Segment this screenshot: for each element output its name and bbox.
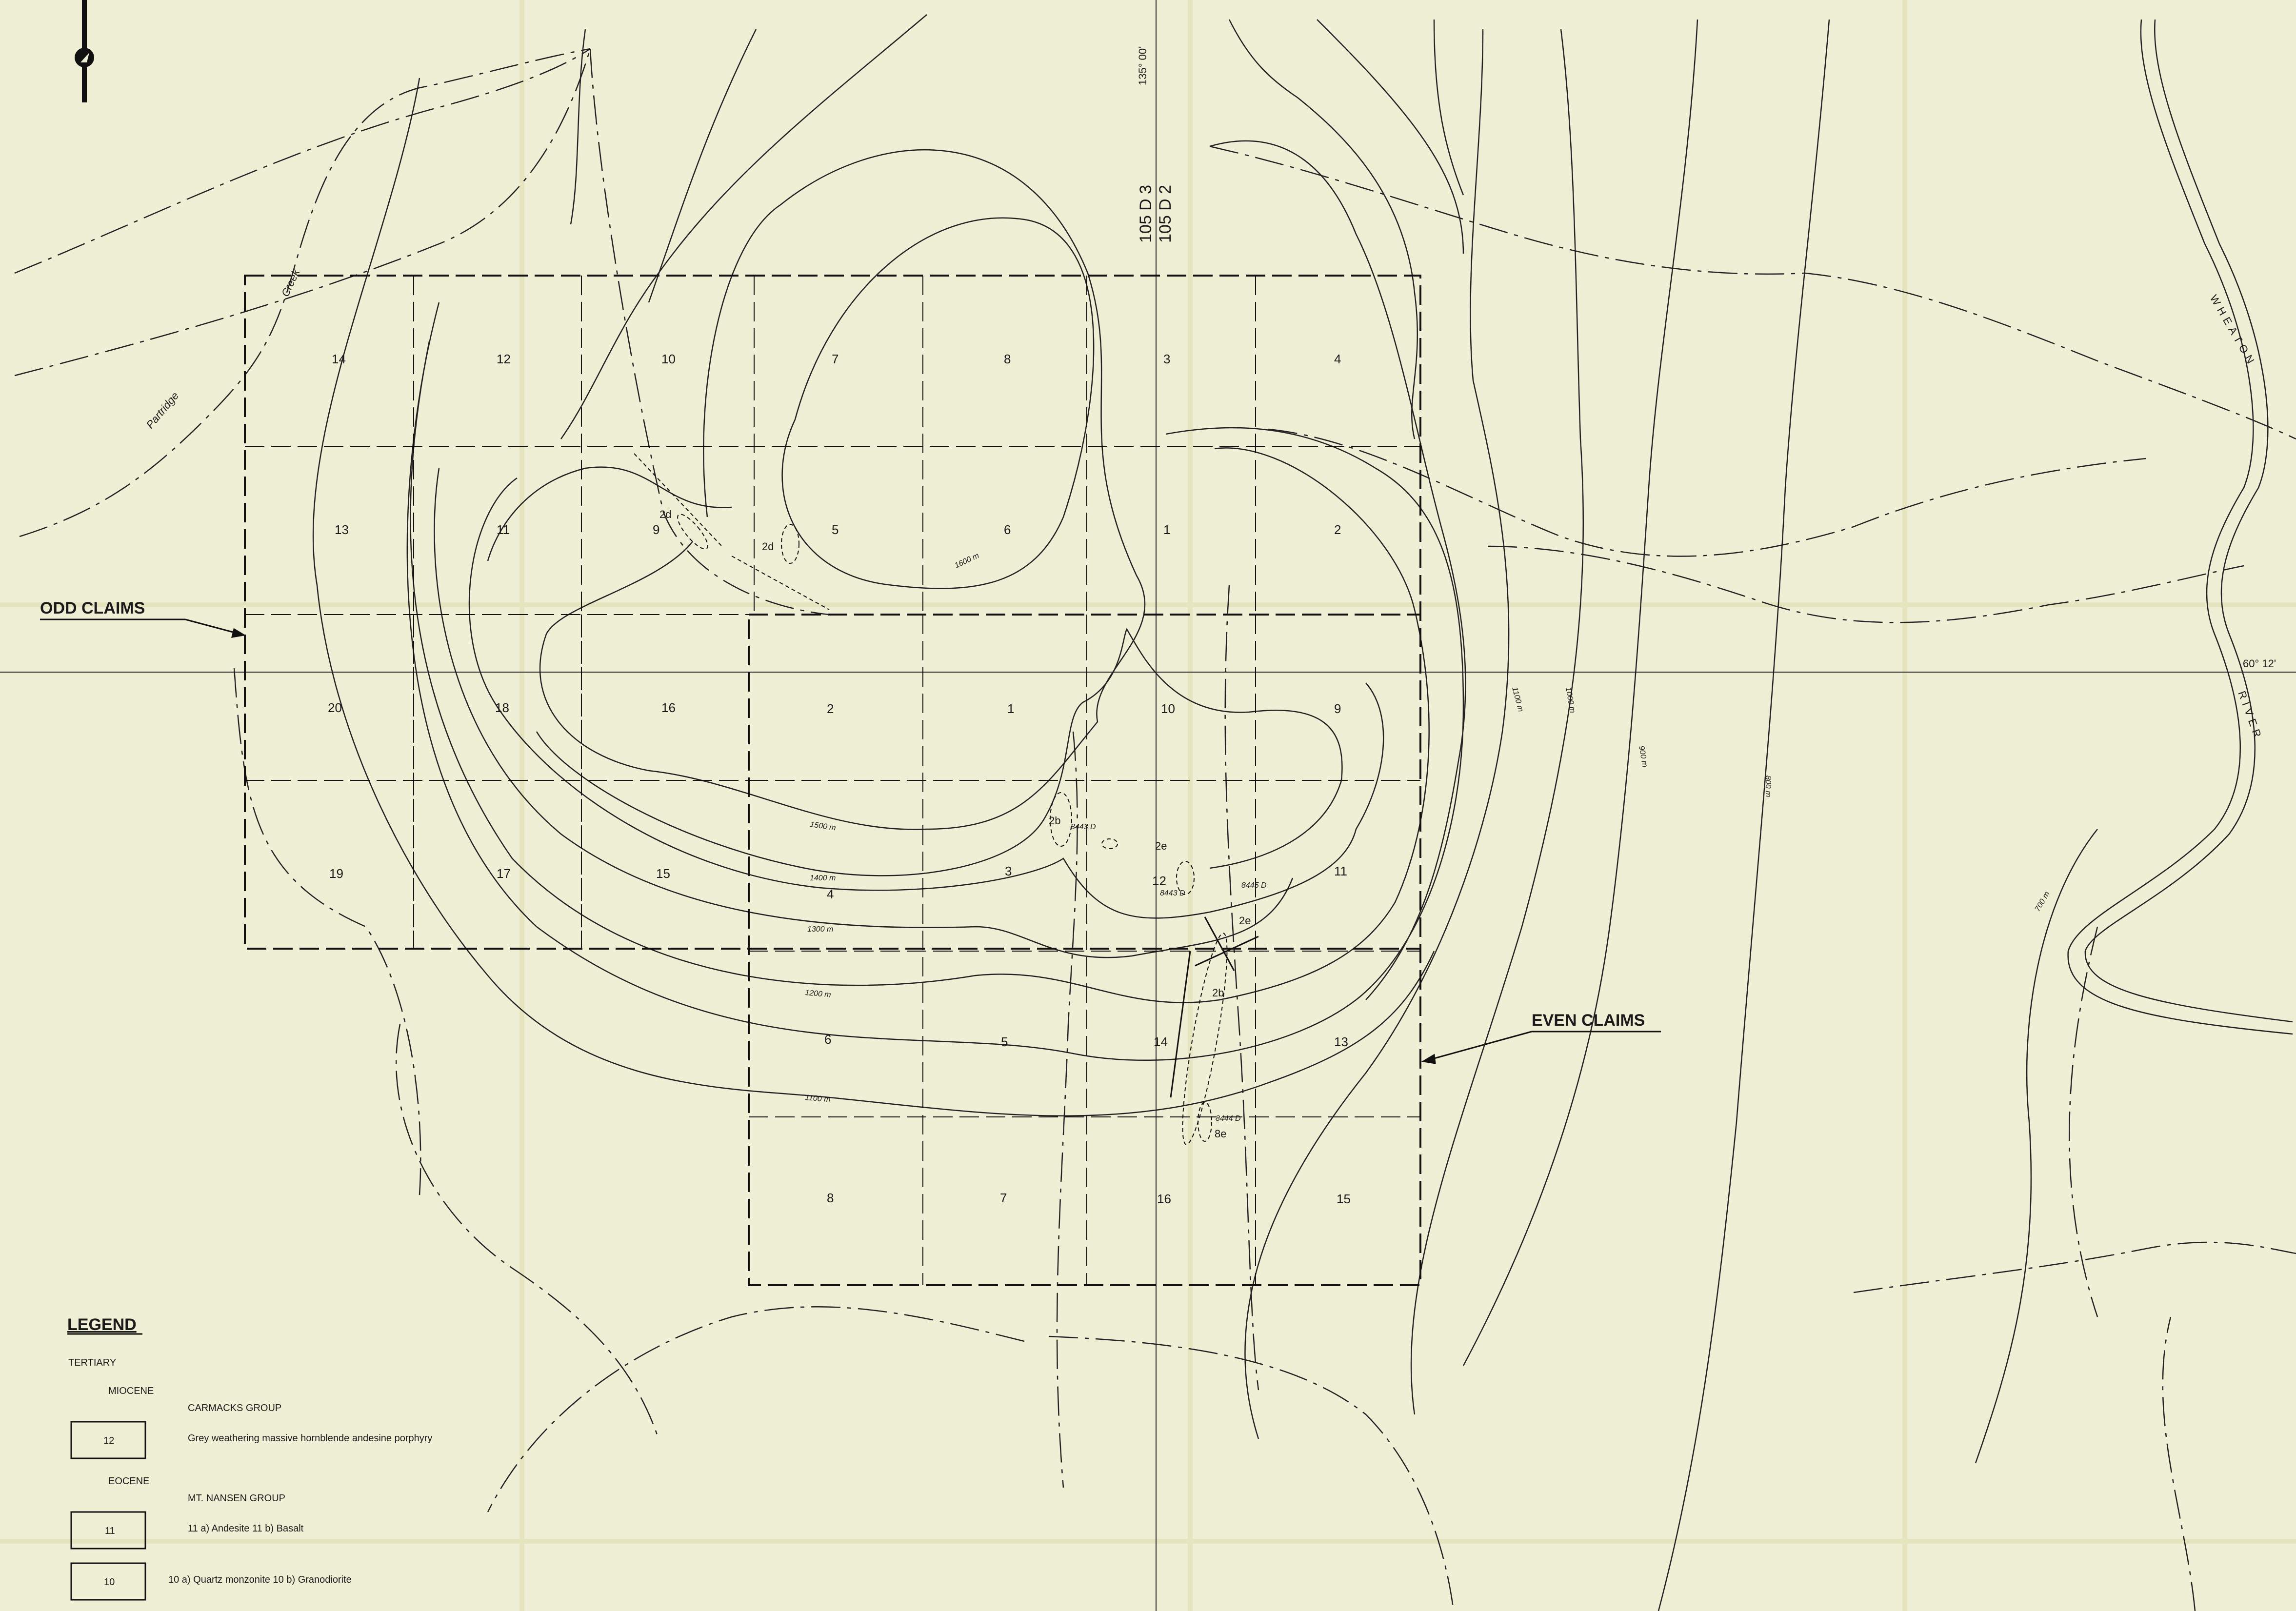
longitude-label: 135° 00': [1137, 46, 1149, 85]
legend-desc: Grey weathering massive hornblende andes…: [188, 1433, 432, 1444]
creek-label-partridge: Partridge: [144, 390, 181, 431]
claim-number: 1: [1163, 522, 1170, 537]
annotation: 2d: [659, 508, 671, 520]
legend-epoch: MIOCENE: [108, 1386, 154, 1396]
claim-number: 8: [827, 1191, 834, 1205]
contour-label: 800 m: [1764, 776, 1772, 797]
annotation: 8443 D: [1160, 889, 1185, 897]
claim-number: 12: [497, 352, 511, 366]
contour-label: 1200 m: [805, 989, 832, 999]
north-arrow-icon: [75, 0, 94, 102]
claim-number: 14: [1154, 1034, 1168, 1049]
annotation: 8443 D: [1071, 823, 1096, 831]
legend-epoch: EOCENE: [108, 1476, 149, 1487]
sheet-label-105-d2: 105 D 2: [1156, 185, 1175, 243]
legend-code: 12: [103, 1435, 114, 1446]
contour-label: 1300 m: [807, 925, 833, 934]
claim-number: 13: [335, 522, 349, 537]
claim-number: 9: [653, 522, 659, 537]
even-claims-label: EVEN CLAIMS: [1532, 1011, 1645, 1030]
claim-number: 7: [1000, 1191, 1007, 1205]
legend-box: [70, 1562, 146, 1601]
occurrence-annotations: 2d 2d 2b 8443 D 2e 8443 D 8445 D 2e 2b 8…: [659, 508, 1267, 1140]
odd-claims-label: ODD CLAIMS: [40, 599, 145, 617]
legend-box: [70, 1511, 146, 1550]
claim-number: 5: [832, 522, 839, 537]
claim-number: 18: [495, 700, 509, 715]
legend-desc: 11 a) Andesite 11 b) Basalt: [188, 1523, 304, 1534]
claim-number: 19: [329, 866, 343, 881]
contour-lines: [312, 14, 2098, 1611]
annotation: 2b: [1212, 987, 1224, 999]
claim-number: 15: [656, 866, 670, 881]
contour-label: 1100 m: [1510, 686, 1525, 713]
claim-number: 16: [1157, 1192, 1171, 1206]
claim-number: 4: [1334, 352, 1341, 366]
annotation: 2e: [1155, 840, 1167, 852]
contour-label: 1500 m: [809, 820, 836, 832]
claim-number: 11: [497, 522, 510, 537]
legend-title: LEGEND: [67, 1315, 137, 1334]
even-claims-grid: [245, 614, 1421, 1286]
claim-number: 1: [1007, 701, 1014, 716]
annotation: 2e: [1239, 915, 1251, 927]
legend-code: 11: [105, 1526, 115, 1536]
odd-claims-grid: [244, 275, 1421, 950]
claim-number: 11: [1334, 864, 1347, 878]
legend-group: MT. NANSEN GROUP: [188, 1493, 285, 1504]
legend-box: [70, 1421, 146, 1459]
claim-number: 13: [1334, 1034, 1348, 1049]
creek-label-creek: Creek: [279, 267, 302, 298]
claim-number: 20: [328, 700, 342, 715]
claim-number: 7: [832, 352, 839, 366]
claim-number: 4: [827, 887, 834, 901]
contour-label: 700 m: [2034, 890, 2052, 913]
claim-number: 15: [1337, 1192, 1351, 1206]
legend-desc: 10 a) Quartz monzonite 10 b) Granodiorit…: [168, 1574, 352, 1585]
contour-label: 1400 m: [810, 874, 836, 882]
legend-group: CARMACKS GROUP: [188, 1403, 281, 1413]
streams: [14, 48, 2296, 1611]
claim-number: 9: [1334, 701, 1341, 716]
claim-number: 17: [497, 866, 511, 881]
claim-number: 10: [1161, 701, 1175, 716]
claim-number: 3: [1005, 864, 1012, 878]
even-claim-numbers: 2 1 10 9 4 3 12 11 6 5 14 13 8 7 16 15: [824, 701, 1351, 1206]
annotation: 8444 D: [1216, 1114, 1241, 1123]
claim-number: 14: [332, 352, 346, 366]
occurrence-outlines: [634, 453, 1228, 1145]
annotation: 2b: [1049, 815, 1060, 827]
legend-era: TERTIARY: [68, 1357, 116, 1368]
legend: LEGEND TERTIARY MIOCENE CARMACKS GROUP 1…: [67, 1315, 432, 1601]
contour-label: 1100 m: [805, 1094, 831, 1104]
claim-pointers: [40, 618, 1661, 1064]
claim-number: 2: [1334, 522, 1341, 537]
odd-claim-numbers: 14 12 10 7 8 3 4 13 11 9 5 6 1 2 20 18 1…: [328, 352, 1341, 881]
contour-label: 1000 m: [1564, 687, 1577, 714]
sheet-label-105-d3: 105 D 3: [1137, 185, 1155, 243]
wheaton-river: [2067, 19, 2293, 1035]
claim-number: 2: [827, 701, 834, 716]
claim-number: 6: [824, 1032, 831, 1047]
contour-label: 1600 m: [954, 552, 981, 570]
faults: [1170, 916, 1259, 1098]
claim-number: 10: [661, 352, 676, 366]
annotation: 2d: [762, 540, 774, 553]
claim-number: 16: [661, 700, 676, 715]
claim-number: 5: [1001, 1034, 1008, 1049]
claim-number: 3: [1163, 352, 1170, 366]
claim-number: 6: [1004, 522, 1011, 537]
annotation: 8445 D: [1241, 881, 1267, 890]
annotation: 8e: [1215, 1128, 1226, 1140]
claim-number: 8: [1004, 352, 1011, 366]
legend-code: 10: [104, 1577, 115, 1588]
claim-number: 12: [1152, 874, 1166, 888]
latitude-label: 60° 12': [2243, 657, 2276, 670]
contour-label: 900 m: [1637, 745, 1649, 768]
river-label-wheaton: WHEATON: [2208, 293, 2259, 369]
map-labels: ODD CLAIMS EVEN CLAIMS 135° 00' 60° 12' …: [40, 46, 2276, 1206]
